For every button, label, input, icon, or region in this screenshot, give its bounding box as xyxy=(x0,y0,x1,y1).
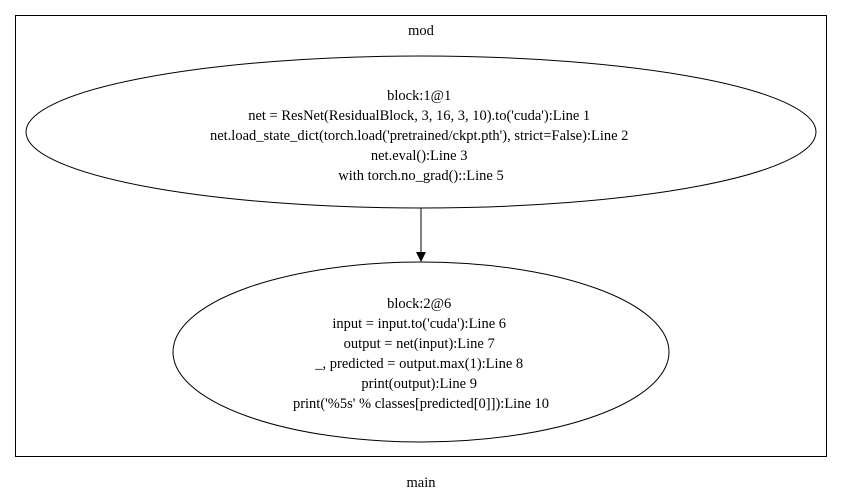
node-line: net = ResNet(ResidualBlock, 3, 16, 3, 10… xyxy=(248,108,590,124)
node-line: output = net(input):Line 7 xyxy=(344,336,495,352)
node-line: input = input.to('cuda'):Line 6 xyxy=(332,316,506,332)
node-block1: block:1@1 net = ResNet(ResidualBlock, 3,… xyxy=(25,55,817,209)
graph-label: main xyxy=(407,475,437,491)
node-block2-shape xyxy=(172,261,670,443)
node-line: net.eval():Line 3 xyxy=(371,148,468,164)
node-line: block:1@1 xyxy=(387,88,451,104)
node-line: print('%5s' % classes[predicted[0]]):Lin… xyxy=(293,396,549,412)
node-block2-label: block:2@6 input = input.to('cuda'):Line … xyxy=(293,296,549,412)
node-line: with torch.no_grad()::Line 5 xyxy=(338,168,504,184)
cluster-label: mod xyxy=(408,23,435,39)
node-line: print(output):Line 9 xyxy=(361,376,477,392)
cluster-box xyxy=(15,15,827,457)
node-block1-label: block:1@1 net = ResNet(ResidualBlock, 3,… xyxy=(210,88,632,184)
node-line: net.load_state_dict(torch.load('pretrain… xyxy=(210,128,628,144)
node-line: _, predicted = output.max(1):Line 8 xyxy=(314,356,523,372)
node-block2: block:2@6 input = input.to('cuda'):Line … xyxy=(172,261,670,443)
node-line: block:2@6 xyxy=(387,296,451,312)
